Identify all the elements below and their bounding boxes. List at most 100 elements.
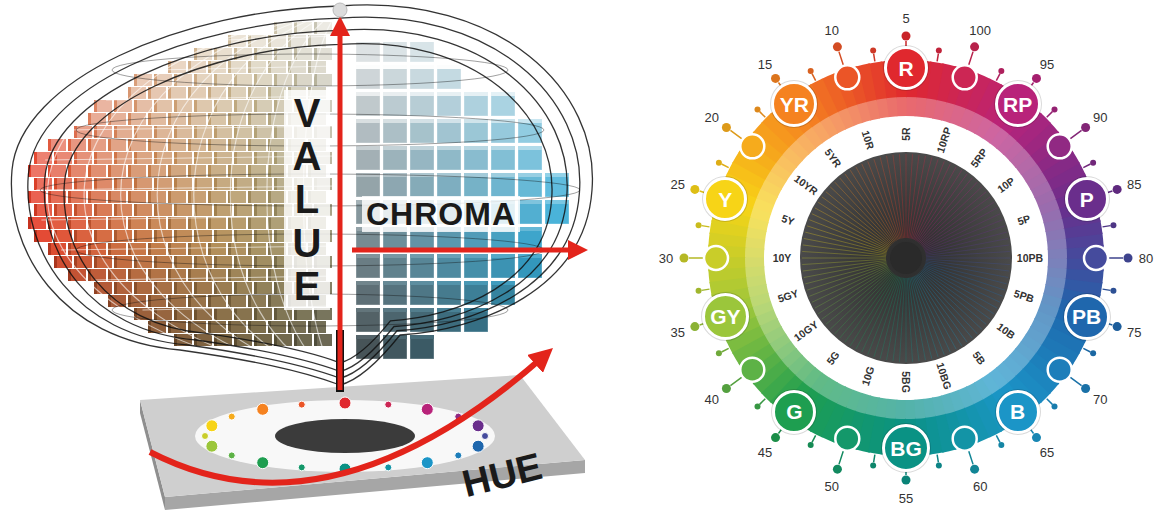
hue-notation: 5P [1016, 213, 1031, 227]
chip-top [518, 146, 542, 150]
tick-line [937, 455, 938, 463]
color-chip [148, 139, 166, 151]
plate-wheel-center [275, 419, 415, 453]
color-chip [134, 152, 152, 164]
color-chip [214, 178, 232, 190]
chip-shadow [94, 204, 97, 216]
tick-line [702, 289, 710, 290]
chip-shadow [174, 230, 177, 242]
center-ray [907, 154, 912, 238]
center-ray [809, 220, 887, 251]
tick-dot [755, 107, 761, 113]
tick-dot [808, 442, 814, 448]
intermediate-hue-circle [835, 427, 859, 451]
chip-shadow [128, 191, 131, 203]
center-ray [926, 259, 1010, 264]
chip-shadow [208, 217, 211, 229]
color-chip [234, 74, 252, 86]
center-ray [924, 214, 1000, 250]
chip-top [545, 173, 569, 177]
hue-name: GY [710, 306, 740, 327]
chip-top [464, 173, 488, 177]
center-ray [807, 226, 887, 252]
chip-shadow [168, 191, 171, 203]
tick-dot [1051, 403, 1057, 409]
chip-shadow [34, 204, 37, 216]
hue-notation: 10BG [935, 361, 953, 390]
chip-shadow [94, 152, 97, 164]
color-chip [383, 281, 407, 305]
hue-notation: 10R [860, 129, 876, 151]
color-chip [254, 282, 272, 294]
chip-top [437, 281, 461, 285]
tick-dot [716, 350, 722, 356]
chip-shadow [274, 282, 277, 294]
color-chip [54, 204, 72, 216]
color-chip [410, 335, 434, 359]
color-chip [128, 165, 146, 177]
hue-notation: 5R [901, 127, 912, 140]
tick-dot [696, 288, 702, 294]
chip-shadow [74, 230, 77, 242]
warm-blocks [28, 22, 332, 346]
color-chip [410, 173, 434, 197]
color-chip [383, 92, 407, 116]
chip-shadow [254, 230, 257, 242]
chip-top [356, 254, 380, 258]
hue-number: 100 [969, 23, 991, 36]
chip-shadow [188, 113, 191, 125]
plate-wheel-band [195, 400, 495, 472]
hue-notation: 10YR [792, 173, 819, 197]
chip-shadow [134, 152, 137, 164]
chip-shadow [314, 334, 317, 346]
tick-dot [716, 160, 722, 166]
chip-shadow [228, 217, 231, 229]
chip-shadow [48, 243, 51, 255]
tick-dot [902, 32, 911, 41]
chip-shadow [234, 152, 237, 164]
center-ray [915, 164, 951, 240]
chip-top [410, 119, 434, 123]
color-chip [194, 256, 212, 268]
intermediate-hue-circle [953, 427, 977, 451]
color-chip [383, 38, 407, 62]
tick-line [1047, 112, 1053, 118]
chip-shadow [208, 321, 211, 333]
chip-shadow [74, 152, 77, 164]
tick-dot [998, 68, 1004, 74]
tick-line [760, 399, 766, 405]
chip-shadow [34, 152, 37, 164]
tick-dot [808, 68, 814, 74]
hue-number: 55 [899, 492, 913, 505]
chip-top [437, 254, 461, 258]
color-chip [74, 230, 92, 242]
color-chip [518, 227, 542, 251]
chip-shadow [274, 152, 277, 164]
tick-dot [1113, 185, 1122, 194]
color-chip [228, 321, 246, 333]
color-chip [168, 295, 186, 307]
color-chip [154, 126, 172, 138]
chip-shadow [194, 100, 197, 112]
chip-shadow [254, 282, 257, 294]
intermediate-hue-circle [740, 134, 764, 158]
color-chip [194, 204, 212, 216]
chip-shadow [114, 178, 117, 190]
chip-top [491, 146, 515, 150]
center-ray [868, 161, 899, 239]
hue-name: Y [718, 189, 732, 210]
tick-dot [870, 48, 876, 54]
color-chip [410, 65, 434, 89]
chip-shadow [108, 165, 111, 177]
color-chip [148, 113, 166, 125]
color-chip [254, 178, 272, 190]
tick-dot [1032, 433, 1041, 442]
color-chip [437, 92, 461, 116]
chip-top [356, 92, 380, 96]
tick-dot [1081, 384, 1090, 393]
chip-shadow [268, 269, 271, 281]
chip-shadow [248, 295, 251, 307]
chip-shadow [228, 269, 231, 281]
plate-hue-dot [228, 452, 235, 459]
